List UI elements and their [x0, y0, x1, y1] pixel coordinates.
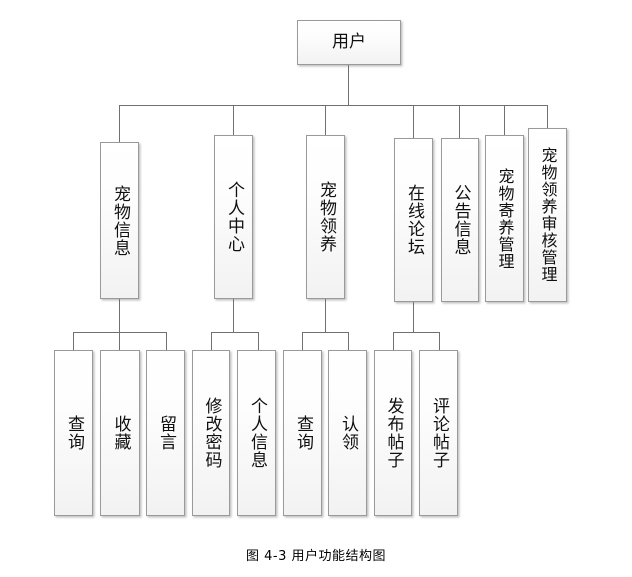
connector-bus-personal-center	[211, 332, 258, 333]
node-label: 宠物寄养管理	[495, 167, 515, 270]
connector-drop-query-2	[302, 332, 303, 350]
node-personal-center[interactable]: 个人中心	[214, 135, 253, 299]
connector-drop-announcement	[459, 105, 460, 139]
node-query-adoption[interactable]: 查询	[283, 350, 322, 516]
node-change-password[interactable]: 修改密码	[192, 350, 230, 516]
node-label: 评论帖子	[429, 397, 449, 469]
node-label: 查询	[293, 415, 313, 451]
connector-drop-personal-info	[258, 332, 259, 350]
node-label: 发布帖子	[383, 397, 404, 469]
connector-stem-pet-info	[119, 298, 120, 332]
connector-drop-claim	[348, 332, 349, 350]
node-label: 查询	[64, 415, 84, 451]
node-pet-adoption-review-management[interactable]: 宠物领养审核管理	[528, 128, 567, 302]
node-label: 认领	[338, 415, 358, 451]
connector-drop-comment-thread	[439, 332, 440, 350]
connector-bus-online-forum	[393, 332, 439, 333]
connector-drop-pet-adoption	[325, 105, 326, 136]
connector-stem-online-forum	[413, 301, 414, 332]
node-message[interactable]: 留言	[146, 350, 185, 516]
node-label: 用户	[332, 31, 366, 52]
node-label: 修改密码	[201, 397, 222, 469]
node-label: 宠物领养审核管理	[538, 147, 558, 283]
node-pet-adoption[interactable]: 宠物领养	[306, 135, 345, 299]
connector-drop-adoption-review-mgmt	[547, 105, 548, 129]
node-label: 宠物领养	[316, 181, 336, 253]
node-root-user[interactable]: 用户	[297, 20, 401, 65]
node-label: 收藏	[110, 415, 131, 451]
connector-stem-personal-center	[233, 298, 234, 332]
connector-drop-foster-mgmt	[504, 105, 505, 136]
figure-caption: 图 4-3 用户功能结构图	[246, 549, 386, 564]
node-query-pet[interactable]: 查询	[54, 350, 93, 516]
connector-root-stem	[348, 65, 349, 105]
connector-drop-personal-center	[233, 105, 234, 136]
node-online-forum[interactable]: 在线论坛	[394, 138, 433, 302]
node-comment-thread[interactable]: 评论帖子	[419, 350, 458, 516]
node-label: 个人信息	[247, 397, 267, 469]
node-label: 宠物信息	[110, 184, 130, 257]
connector-bus-pet-adoption	[302, 332, 348, 333]
node-label: 公告信息	[450, 184, 471, 256]
connector-drop-favorite	[119, 332, 120, 350]
node-favorite[interactable]: 收藏	[100, 350, 140, 516]
node-pet-info[interactable]: 宠物信息	[100, 142, 139, 299]
connector-drop-pet-info	[119, 105, 120, 143]
node-personal-info[interactable]: 个人信息	[237, 350, 276, 516]
connector-drop-online-forum	[413, 105, 414, 139]
node-post-thread[interactable]: 发布帖子	[374, 350, 412, 516]
node-claim[interactable]: 认领	[328, 350, 367, 516]
connector-drop-message	[166, 332, 167, 350]
connector-level2-bus	[119, 105, 547, 106]
connector-drop-change-password	[211, 332, 212, 350]
node-label: 个人中心	[224, 181, 244, 253]
connector-drop-post-thread	[393, 332, 394, 350]
connector-drop-query-1	[73, 332, 74, 350]
connector-stem-pet-adoption	[325, 298, 326, 332]
node-pet-foster-management[interactable]: 宠物寄养管理	[485, 135, 524, 302]
node-announcement-info[interactable]: 公告信息	[441, 138, 479, 302]
node-label: 留言	[156, 415, 176, 451]
node-label: 在线论坛	[404, 184, 424, 256]
